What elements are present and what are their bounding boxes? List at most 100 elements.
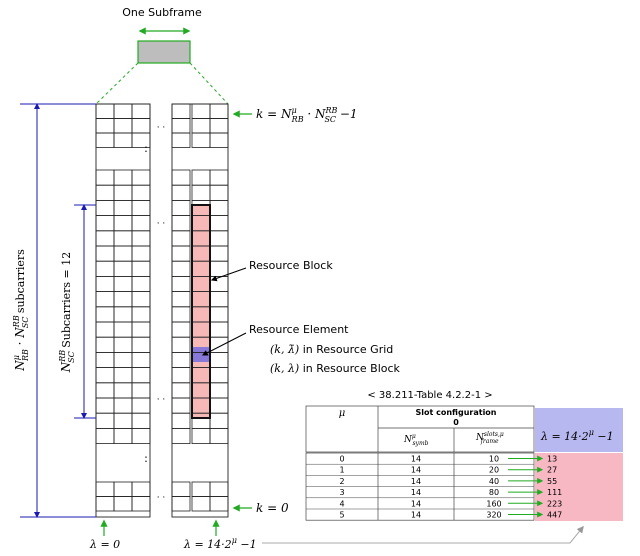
- total-subcarriers-label-end: subcarriers: [14, 249, 27, 317]
- grid-cell: [209, 382, 229, 399]
- grid-cell: [131, 412, 151, 429]
- grid-cell: [113, 496, 133, 512]
- grid-cell: [209, 496, 229, 512]
- resource-element-cell: [192, 347, 210, 362]
- grid-cell: [113, 260, 133, 277]
- k-top-label-mid: · N: [304, 107, 326, 121]
- grid-cell: [209, 199, 229, 216]
- k-top-label-sub2: SC: [324, 115, 336, 124]
- grid-cell: [171, 103, 191, 119]
- table-cell-nsymb: 14: [411, 477, 421, 486]
- re-grid-coord-label: (k, λ̄) in Resource Grid: [270, 343, 393, 356]
- grid-cell: [95, 351, 115, 368]
- table-cell-mu: 4: [339, 499, 344, 508]
- horizontal-ellipsis: · ·: [157, 219, 166, 229]
- grid-cell: [209, 412, 229, 429]
- k-top-label-main: k = N: [256, 107, 292, 121]
- k-top-label-sub: RB: [291, 115, 304, 124]
- grid-cell: [131, 245, 151, 262]
- resource-block-label: Resource Block: [249, 259, 333, 272]
- grid-cell: [209, 245, 229, 262]
- grid-cell: [113, 367, 133, 384]
- table-cell-lambda: 13: [547, 455, 557, 464]
- grid-cell: [171, 412, 191, 429]
- grid-cell: [113, 397, 133, 414]
- re-block-text: in Resource Block: [299, 362, 400, 375]
- grid-cell: [131, 184, 151, 201]
- grid-cell: [95, 199, 115, 216]
- grid-cell: [95, 215, 115, 232]
- table-cell-nslots: 10: [489, 455, 499, 464]
- grid-cell: [95, 260, 115, 277]
- grid-cell: [209, 103, 229, 119]
- horizontal-ellipsis: · ·: [157, 395, 166, 405]
- lambda-column-fill: [535, 453, 623, 521]
- grid-cell: [113, 291, 133, 308]
- lambda-header-label: λ = 14·2μ −1: [540, 428, 614, 443]
- grid-cell: [95, 275, 115, 292]
- grid-cell: [171, 275, 191, 292]
- grid-cell: [171, 291, 191, 308]
- grid-cell: [171, 397, 191, 414]
- table-header-slot-config: Slot configuration: [416, 408, 497, 417]
- grid-cell: [113, 230, 133, 247]
- grid-cell: [95, 427, 115, 444]
- grid-cell: [113, 336, 133, 353]
- table-header-frame: [305, 405, 535, 453]
- lambda-max-label-sup: μ: [232, 536, 237, 545]
- vertical-ellipsis: :: [144, 452, 148, 465]
- table-header-mu: μ: [339, 408, 346, 419]
- re-grid-coord: (k, λ̄): [270, 343, 299, 356]
- grid-cell: [131, 103, 151, 119]
- total-subcarriers-label: NμRB · NRBSC subcarriers: [12, 249, 30, 372]
- lambda-header-lambda_header_sup: μ: [589, 428, 594, 437]
- grid-cell: [95, 184, 115, 201]
- grid-cell: [131, 496, 151, 512]
- lambda-max-label-end: −1: [237, 538, 257, 551]
- table-caption: < 38.211-Table 4.2.2-1 >: [367, 390, 492, 401]
- total-subcarriers-label-mid: · N: [13, 327, 27, 349]
- rb-subcarriers-label-sub: SC: [67, 351, 76, 363]
- re-block-coord-label: (k, λ) in Resource Block: [270, 362, 401, 375]
- grid-cell: [113, 184, 133, 201]
- grid-cell: [209, 132, 229, 148]
- grid-cell: [191, 496, 211, 512]
- grid-cell: [171, 132, 191, 148]
- grid-cell: [209, 306, 229, 323]
- grid-cell: [171, 427, 191, 444]
- lambda-max-label: λ = 14·2μ −1: [183, 536, 257, 551]
- resource-grid: · ·· ·· ·· ·::: [95, 103, 229, 518]
- lambda-header-lambda_header_end: −1: [594, 430, 614, 443]
- grid-cell: [209, 215, 229, 232]
- k-top-label-sup: μ: [291, 106, 296, 115]
- table-cell-nsymb: 14: [411, 466, 421, 475]
- table-cell-nslots: 20: [489, 466, 499, 475]
- grid-cell: [95, 245, 115, 262]
- grid-cell: [113, 481, 133, 497]
- k-top-label-end: −1: [336, 107, 358, 121]
- grid-cell: [191, 169, 211, 186]
- grid-right-border: [171, 103, 229, 518]
- total-subcarriers-label-sub2: SC: [21, 317, 30, 329]
- grid-cell: [209, 427, 229, 444]
- grid-cell: [95, 306, 115, 323]
- table-cell-nslots: 320: [486, 511, 501, 520]
- table-cell-mu: 2: [339, 477, 344, 486]
- vertical-ellipsis: :: [144, 142, 148, 155]
- grid-cell: [209, 321, 229, 338]
- table-header-nsymb-sup: μ: [412, 433, 416, 440]
- grid-cell: [113, 427, 133, 444]
- grid-cell: [113, 169, 133, 186]
- grid-cell: [171, 481, 191, 497]
- table-header-nslots-sup: slots,μ: [484, 431, 504, 438]
- grid-cell: [209, 367, 229, 384]
- grid-cell: [113, 132, 133, 148]
- resource-block-outline: [191, 204, 211, 419]
- grid-cell: [131, 275, 151, 292]
- re-block-coord: (k, λ): [270, 362, 299, 375]
- grid-cell: [191, 103, 211, 119]
